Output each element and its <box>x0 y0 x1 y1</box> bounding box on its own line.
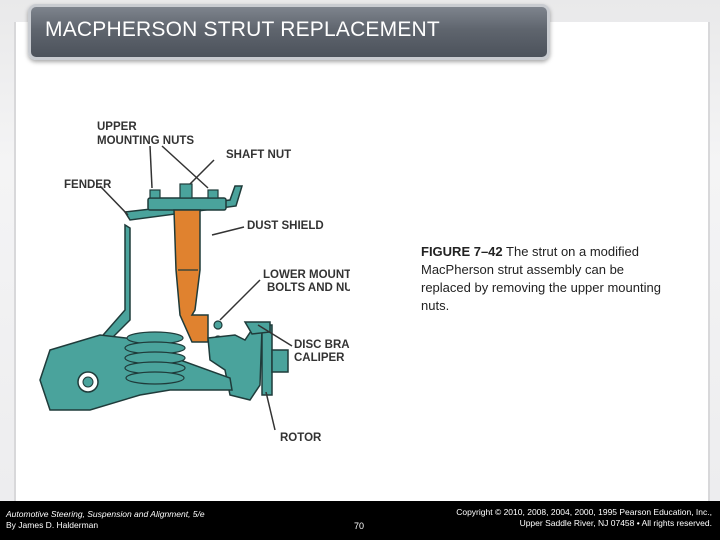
footer-author: By James D. Halderman <box>6 520 99 530</box>
label-upper-1: UPPER <box>97 121 137 133</box>
coil-spring <box>124 331 186 385</box>
slide-title: MACPHERSON STRUT REPLACEMENT <box>45 18 440 41</box>
label-shaft-nut: SHAFT NUT <box>226 149 291 161</box>
footer-copyright: Copyright © 2010, 2008, 2004, 2000, 1995… <box>456 507 712 529</box>
hub-shape <box>271 349 289 373</box>
strut-tower-top <box>123 185 244 221</box>
footer-book-title: Automotive Steering, Suspension and Alig… <box>6 509 205 519</box>
footer-copyright-line2: Upper Saddle River, NJ 07458 • All right… <box>519 518 712 528</box>
rotor-shape <box>261 324 273 396</box>
upper-mounting-nut-right <box>207 189 219 199</box>
label-fender: FENDER <box>64 179 112 191</box>
lower-bolt-upper <box>213 320 223 330</box>
footer-book-info: Automotive Steering, Suspension and Alig… <box>6 509 205 531</box>
footer-copyright-line1: Copyright © 2010, 2008, 2004, 2000, 1995… <box>456 507 712 517</box>
label-dust-shield: DUST SHIELD <box>247 220 324 232</box>
upper-mounting-nut-left <box>149 189 161 199</box>
figure-caption: FIGURE 7–42 The strut on a modified MacP… <box>421 243 661 315</box>
title-bar: MACPHERSON STRUT REPLACEMENT <box>28 4 550 60</box>
label-rotor: ROTOR <box>280 432 322 444</box>
caliper-shape <box>243 321 271 335</box>
label-disc-brake-2: CALIPER <box>294 352 345 364</box>
label-lower-mounting-2: BOLTS AND NUTS <box>267 282 350 294</box>
upper-mount-plate <box>147 197 227 211</box>
label-disc-brake-1: DISC BRAKE <box>294 339 350 351</box>
caption-figure-number: FIGURE 7–42 <box>421 244 503 259</box>
footer-page-number: 70 <box>354 521 365 531</box>
caption-text: The strut on a modified MacPherson strut… <box>421 244 661 313</box>
macpherson-strut-illustration: UPPER MOUNTING NUTS SHAFT NUT FENDER DUS… <box>39 121 350 444</box>
strut-body <box>173 209 209 343</box>
steering-knuckle <box>207 324 263 401</box>
label-lower-mounting-1: LOWER MOUNTING <box>263 269 350 281</box>
shaft-nut-shape <box>179 183 193 199</box>
footer-bar: Automotive Steering, Suspension and Alig… <box>0 501 720 540</box>
label-upper-2: MOUNTING NUTS <box>97 135 194 147</box>
